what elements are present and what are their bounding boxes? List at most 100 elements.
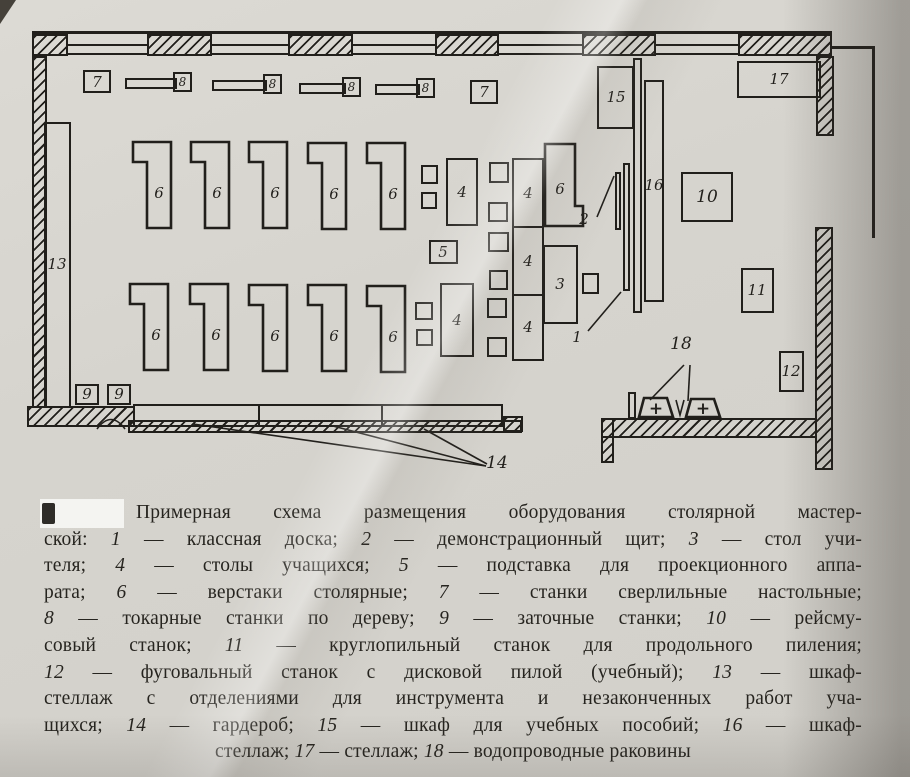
- workbench-6: 6: [306, 283, 348, 373]
- student-table-4: [446, 158, 478, 226]
- grinder-9: [107, 384, 131, 405]
- label-projector-stand: 5: [438, 243, 448, 261]
- caption-line: 12 — фуговальный станок с дисковой пилой…: [44, 661, 862, 683]
- label-wood-lathe: 8: [421, 81, 430, 95]
- stool: [488, 202, 508, 222]
- student-table-4: [512, 294, 544, 361]
- label-workbench: 6: [329, 327, 339, 345]
- label-circular-saw: 11: [747, 281, 767, 299]
- stool: [489, 270, 508, 290]
- label-student-table: 4: [457, 183, 467, 201]
- water-sink: +: [684, 397, 722, 424]
- caption-line: рата; 6 — верстаки столярные; 7 — станки…: [44, 581, 862, 603]
- stool: [582, 273, 599, 294]
- workbench-6: 6: [306, 141, 348, 231]
- stool: [416, 329, 433, 346]
- stool: [488, 232, 509, 252]
- lathe-headstock: 8: [342, 77, 361, 97]
- label-student-table: 4: [452, 311, 462, 329]
- workbench-6: 6: [128, 282, 170, 372]
- lathe-bed: [125, 78, 177, 89]
- stool: [415, 302, 433, 320]
- wall-right: [815, 227, 833, 470]
- window: [68, 44, 147, 55]
- wall-pier: [32, 34, 68, 56]
- teacher-desk-3: [543, 245, 578, 324]
- stool: [421, 192, 437, 209]
- shelf-cabinet-16: [644, 80, 664, 302]
- wardrobe-divider: [381, 406, 383, 425]
- student-table-4: [440, 283, 474, 357]
- label-student-table: 4: [523, 252, 533, 270]
- wall-wardrobe-end: [503, 416, 523, 432]
- label-student-table: 4: [523, 184, 533, 202]
- label-demo-board: 2: [579, 210, 589, 228]
- label-workbench: 6: [270, 184, 280, 202]
- grinder-9: [75, 384, 99, 405]
- label-workbench: 6: [555, 180, 565, 198]
- lathe-headstock: 8: [263, 74, 282, 94]
- outer-line-horizontal: [832, 46, 874, 49]
- label-drill-press: 7: [479, 83, 489, 101]
- caption-line: стеллаж с отделениями для инструмента и …: [44, 688, 862, 710]
- thicknesser-10: [681, 172, 733, 222]
- sink-cross-mark: +: [695, 399, 711, 419]
- sink-tap-post: [628, 392, 636, 419]
- label-workbench: 6: [388, 185, 398, 203]
- wall-top-outer-line: [32, 31, 832, 34]
- label-aids-cabinet: 15: [606, 88, 626, 106]
- caption-line: совый станок; 11 — круглопильный станок …: [44, 634, 862, 656]
- window: [353, 44, 435, 55]
- workbench-6: 6: [365, 284, 407, 374]
- label-workbench: 6: [212, 184, 222, 202]
- partition: [633, 58, 642, 313]
- label-thicknesser: 10: [696, 187, 718, 207]
- label-drill-press: 7: [92, 73, 102, 91]
- wall-pier: [738, 34, 832, 56]
- stool: [487, 337, 507, 357]
- lathe-bed: [375, 84, 420, 95]
- jointer-12: [779, 351, 804, 392]
- label-grinder: 9: [114, 385, 124, 403]
- sink-cross-mark: +: [648, 399, 664, 419]
- page-corner-mark: [0, 0, 16, 24]
- wall-bottom-right-step: [601, 418, 614, 463]
- wood-lathe-8: 8: [125, 72, 192, 93]
- label-workbench: 6: [154, 184, 164, 202]
- rack-17: [737, 61, 821, 98]
- label-workbench: 6: [270, 327, 280, 345]
- stool: [489, 162, 509, 183]
- redaction-ink-mark: [42, 503, 55, 524]
- wall-pier: [435, 34, 499, 56]
- caption-line: щихся; 14 — гардероб; 15 — шкаф для учеб…: [44, 714, 862, 736]
- workbench-6: 6: [189, 140, 231, 230]
- caption-line: Примерная схема размещения оборудования …: [136, 502, 862, 523]
- lathe-headstock: 8: [416, 78, 435, 98]
- label-student-table: 4: [523, 318, 533, 336]
- wood-lathe-8: 8: [375, 78, 435, 99]
- workbench-6: 6: [131, 140, 173, 230]
- window: [212, 44, 288, 55]
- outer-line-vertical: [872, 46, 875, 238]
- label-grinder: 9: [82, 385, 92, 403]
- label-wardrobe: 14: [486, 453, 508, 473]
- drill-press-7: [83, 70, 111, 93]
- label-shelf-cabinet: 16: [644, 176, 664, 194]
- label-jointer: 12: [781, 362, 801, 380]
- window: [656, 44, 738, 55]
- caption-line: стеллаж; 17 — стеллаж; 18 — водопроводны…: [215, 741, 691, 763]
- stool: [421, 165, 438, 184]
- demo-board-2: [615, 172, 621, 230]
- workbench-6: 6: [543, 142, 585, 228]
- window: [499, 44, 582, 55]
- workbench-6: 6: [247, 140, 289, 230]
- label-workbench: 6: [151, 326, 161, 344]
- projector-stand-5: [429, 240, 458, 264]
- label-blackboard: 1: [572, 328, 582, 346]
- label-wood-lathe: 8: [347, 80, 356, 94]
- lathe-headstock: 8: [173, 72, 192, 92]
- wardrobe-divider: [258, 406, 260, 425]
- wood-lathe-8: 8: [299, 77, 361, 98]
- caption-line: теля; 4 — столы учащихся; 5 — подставка …: [44, 555, 862, 577]
